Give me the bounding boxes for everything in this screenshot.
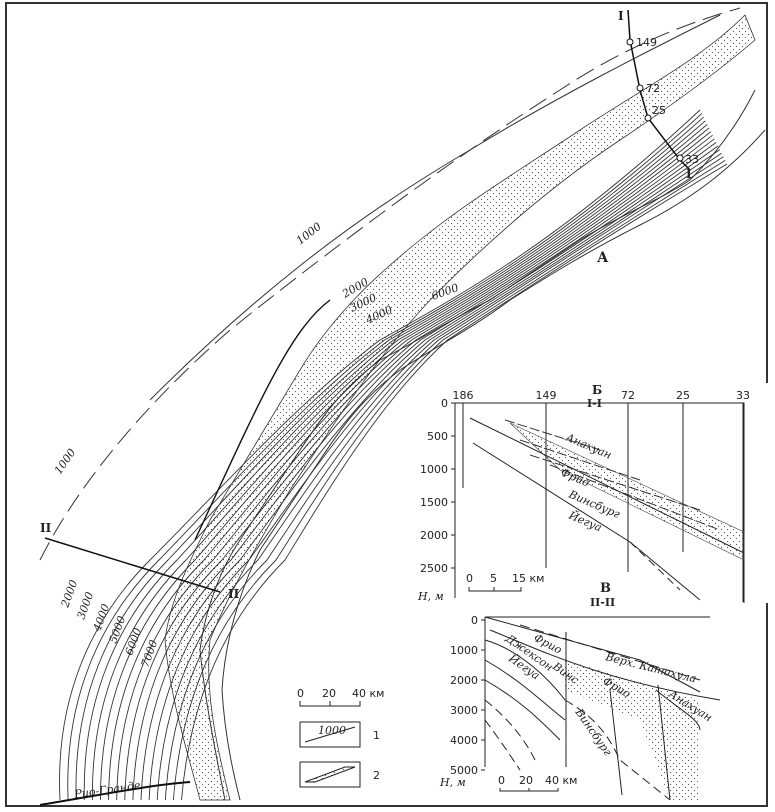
well-label: 149	[536, 389, 557, 402]
contour-line	[100, 127, 710, 801]
depth-tick: 2000	[420, 529, 448, 542]
well-label: 33	[736, 389, 750, 402]
section-label: В	[600, 581, 611, 596]
well-marker	[636, 84, 644, 92]
scale-tick: 0	[297, 687, 304, 700]
depth-tick: 2500	[420, 562, 448, 575]
well-label: 72	[621, 389, 635, 402]
contour-label: 1000	[52, 446, 79, 476]
profile-II-start: II	[40, 521, 52, 535]
axis-label: H, м	[439, 776, 466, 789]
depth-tick: 1000	[420, 463, 448, 476]
contour-label: 5000	[107, 614, 129, 645]
barrier-islands	[221, 129, 766, 801]
well-marker	[626, 38, 634, 46]
legend-item-2: 2	[373, 769, 380, 782]
legend-swatch-sand	[299, 761, 361, 788]
scale-bar	[499, 788, 559, 792]
well-label: 149	[636, 36, 657, 49]
section-bg	[440, 383, 768, 603]
scale-tick: 20	[519, 774, 533, 787]
rio-grande-river	[39, 781, 191, 806]
scale-tick: 15 км	[512, 572, 544, 585]
formation-boundary	[484, 639, 566, 741]
scale-tick: 5	[490, 572, 497, 585]
axis-label: H, м	[417, 590, 444, 603]
contour-line	[148, 149, 721, 801]
contour-line	[181, 163, 728, 801]
contour-line	[83, 120, 706, 801]
well-label: 186	[453, 389, 474, 402]
scale-tick: 20	[322, 687, 336, 700]
scale-tick: 40 км	[352, 687, 384, 700]
contour-line	[149, 14, 721, 401]
depth-tick: 0	[471, 614, 478, 627]
contour-line	[59, 109, 701, 801]
scale-bar	[299, 701, 361, 707]
legend-sand-band	[304, 766, 356, 783]
well-label: 33	[685, 153, 699, 166]
contour-label: 3000	[75, 590, 97, 621]
depth-tick: 500	[427, 430, 448, 443]
profile-II-end: II	[228, 587, 240, 601]
coastline	[199, 89, 756, 801]
profile-line-I	[627, 9, 691, 171]
contour-label: 6000	[123, 626, 145, 657]
well-label: 25	[652, 104, 666, 117]
depth-tick: 1500	[420, 496, 448, 509]
contour-line	[140, 145, 719, 801]
contour-line	[75, 116, 704, 801]
sand-body	[509, 422, 745, 561]
contour-label: 7000	[139, 638, 161, 669]
scale-tick: 0	[498, 774, 505, 787]
legend-contour-line	[304, 726, 356, 743]
depth-tick: 3000	[450, 704, 478, 717]
fault-line	[194, 299, 331, 541]
depth-tick: 2000	[450, 674, 478, 687]
section-axes	[484, 616, 710, 767]
contour-label: 2000	[58, 578, 80, 610]
well-label: 25	[676, 389, 690, 402]
depth-tick: 1000	[450, 644, 478, 657]
well-marker	[676, 154, 684, 162]
depth-tick: 0	[441, 397, 448, 410]
contour-label: 4000	[90, 602, 112, 634]
contour-line	[108, 131, 712, 801]
fault-lines	[565, 632, 701, 801]
contour-line	[116, 134, 713, 801]
formation-boundary	[484, 616, 721, 701]
scale-tick: 0	[466, 572, 473, 585]
scale-bar	[468, 587, 522, 592]
profile-I-end: I	[686, 167, 692, 181]
legend-contour-value: 1000	[318, 724, 346, 737]
section-label: Б	[592, 383, 602, 397]
depth-tick: 5000	[450, 764, 478, 777]
scale-tick: 40 км	[545, 774, 577, 787]
contour-line	[91, 124, 708, 801]
contour-line	[156, 152, 722, 801]
legend: 0 20 40 км 1000 1 2	[297, 687, 384, 788]
section-title: II-II	[590, 596, 615, 609]
panel-label-A: А	[597, 250, 609, 266]
depth-tick: 4000	[450, 734, 478, 747]
contour-line	[124, 138, 715, 801]
formation-label: Винсбург	[572, 705, 615, 758]
formation-boundary-dashed	[629, 541, 681, 591]
formation-boundary-dashed	[519, 624, 701, 681]
well-marker	[644, 114, 652, 122]
contour-line	[132, 142, 717, 801]
contour-line	[164, 156, 724, 801]
profile-I-start: I	[618, 9, 624, 23]
contour-label: 1000	[294, 220, 324, 247]
legend-item-1: 1	[373, 729, 380, 742]
contour-line	[172, 160, 726, 801]
well-label: 72	[646, 82, 660, 95]
formation-boundary-dashed	[484, 699, 536, 771]
contour-line	[67, 113, 703, 801]
isopach-contours	[39, 7, 741, 801]
profile-line-II	[44, 537, 221, 593]
sand-belt	[164, 14, 756, 801]
